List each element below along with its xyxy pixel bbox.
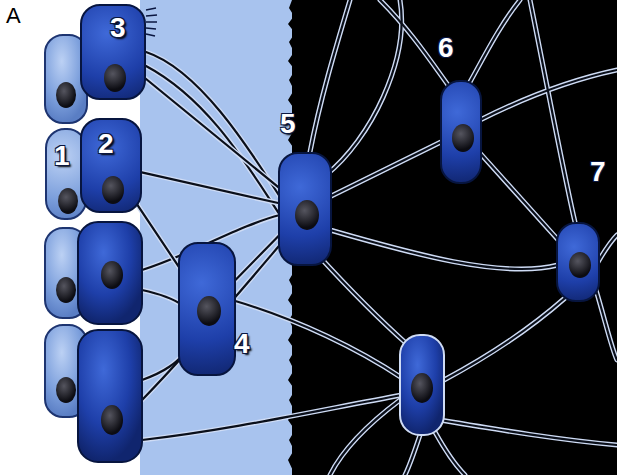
neuron-cell: 3: [80, 4, 146, 100]
decorative-fibres: [142, 0, 617, 475]
callout-number: 1: [54, 142, 70, 170]
cell-nucleus: [104, 64, 126, 92]
axon-connector: [133, 199, 183, 273]
neuron-cell: 4: [178, 242, 236, 376]
callout-number: 4: [234, 330, 250, 358]
axon-outline: [142, 172, 279, 203]
axon-core: [142, 172, 279, 203]
cell-nucleus: [197, 296, 221, 326]
axon-core: [142, 76, 280, 189]
axon-outline: [331, 142, 440, 196]
axon-connector: [480, 153, 559, 241]
cell-nucleus: [452, 124, 474, 152]
axon-outline: [133, 199, 183, 273]
axon-core: [331, 142, 440, 196]
cell-nucleus: [58, 188, 78, 214]
axon-connector: [142, 76, 280, 189]
panel-letter: A: [6, 5, 21, 27]
neuron-cell: 2: [80, 118, 142, 213]
callout-number: 3: [110, 14, 126, 42]
callout-number: 7: [590, 158, 606, 186]
neuron-cell: 5: [278, 152, 332, 266]
axon-outline: [480, 153, 559, 241]
light-blue-layer: [140, 0, 295, 475]
axon-outline: [142, 76, 280, 189]
axon-connector: [234, 234, 281, 282]
axon-outline: [234, 234, 281, 282]
axon-connector: [142, 172, 279, 203]
callout-number: 6: [438, 34, 454, 62]
cell-nucleus: [102, 176, 124, 204]
axon-core: [133, 199, 183, 273]
axon-core: [234, 234, 281, 282]
cell-nucleus: [295, 200, 319, 230]
cell-nucleus: [569, 252, 591, 278]
callout-number: 2: [98, 130, 114, 158]
neuron-cell: 7: [556, 222, 600, 302]
neuron-cell: 6: [440, 80, 482, 184]
black-layer: [292, 0, 617, 475]
axon-core: [480, 153, 559, 241]
axon-connector: [331, 142, 440, 196]
callout-number: 5: [280, 110, 296, 138]
